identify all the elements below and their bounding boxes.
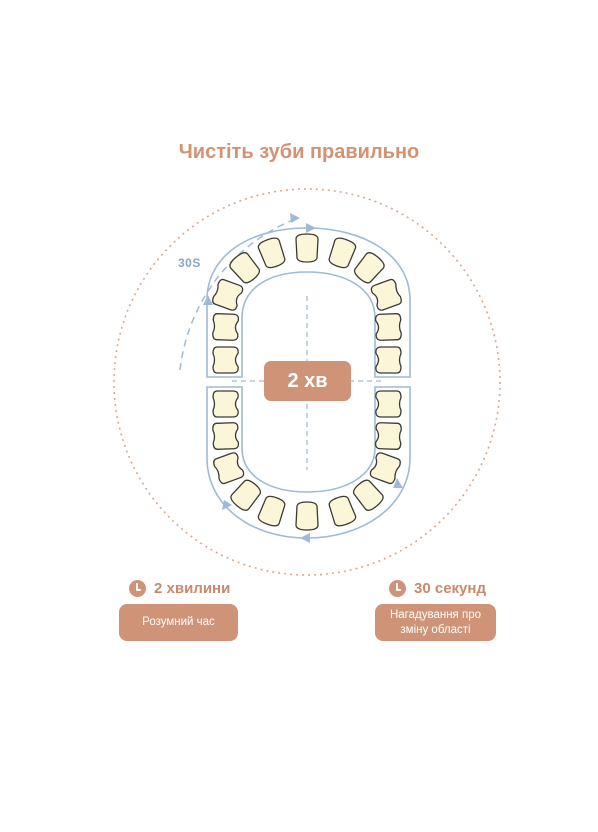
direction-arrow-icon [300,533,310,543]
timer-description-1: Розумний час [119,604,238,641]
molar-tooth [374,313,402,341]
outer-dashed-circle [113,188,501,576]
timer-title-2: 30 секунд [414,580,486,597]
direction-arrow-icon [222,500,232,510]
front-tooth [257,495,286,527]
molar-tooth [375,346,402,374]
molar-tooth [212,313,240,341]
upper-arch-outline [206,227,411,378]
lower-arch-outline [206,386,411,539]
molar-tooth [212,390,239,418]
arc-label: 30S [178,256,201,270]
front-tooth [230,479,262,511]
timer-heading-2: 30 секунд [389,580,486,597]
front-tooth [229,252,261,284]
molar-tooth [375,390,402,418]
page-title: Чистіть зуби правильно [178,141,420,163]
molar-tooth [374,422,402,450]
front-tooth [328,495,357,527]
direction-arrow-icon [306,223,316,233]
timer-heading-1: 2 хвилини [129,580,230,597]
front-tooth [353,252,385,284]
front-tooth [295,501,319,531]
duration-badge: 2 хв [264,361,351,401]
timer-description-2: Нагадування про зміну області [375,604,496,641]
clock-icon [129,580,146,597]
quarter-arc [179,217,299,371]
molar-tooth [213,452,245,485]
quarter-arc-arrow-icon [290,213,300,223]
front-tooth [328,237,357,269]
front-tooth [352,479,384,511]
molar-tooth [369,452,401,485]
molar-tooth [212,346,239,374]
timer-title-1: 2 хвилини [154,580,231,597]
front-tooth [257,237,286,269]
direction-arrow-icon [393,478,403,488]
molar-tooth [370,278,402,311]
molar-tooth [212,422,240,450]
front-tooth [295,233,319,263]
direction-arrow-icon [203,295,213,305]
clock-icon [389,580,406,597]
molar-tooth [212,278,244,311]
